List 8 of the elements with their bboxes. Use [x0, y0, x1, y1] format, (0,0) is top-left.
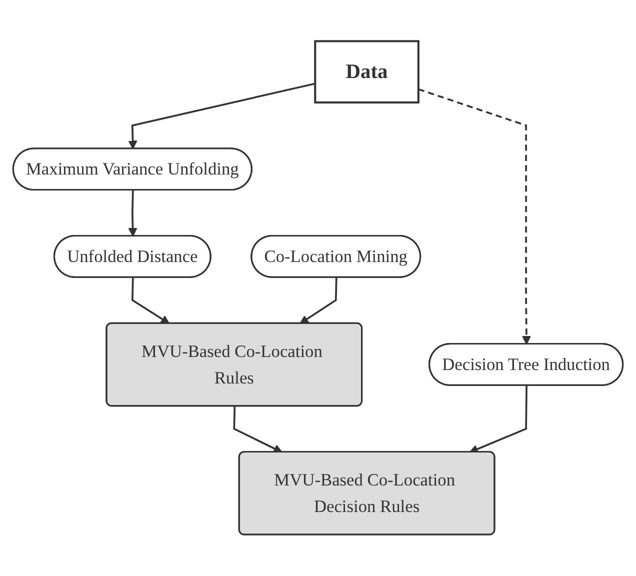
arrow [233, 406, 282, 453]
arrow [469, 386, 528, 454]
arrow [300, 278, 338, 324]
arrow [128, 82, 316, 150]
arrow [132, 278, 170, 324]
arrow [128, 190, 138, 237]
node-box: Data [314, 40, 420, 104]
arrow [418, 88, 531, 345]
